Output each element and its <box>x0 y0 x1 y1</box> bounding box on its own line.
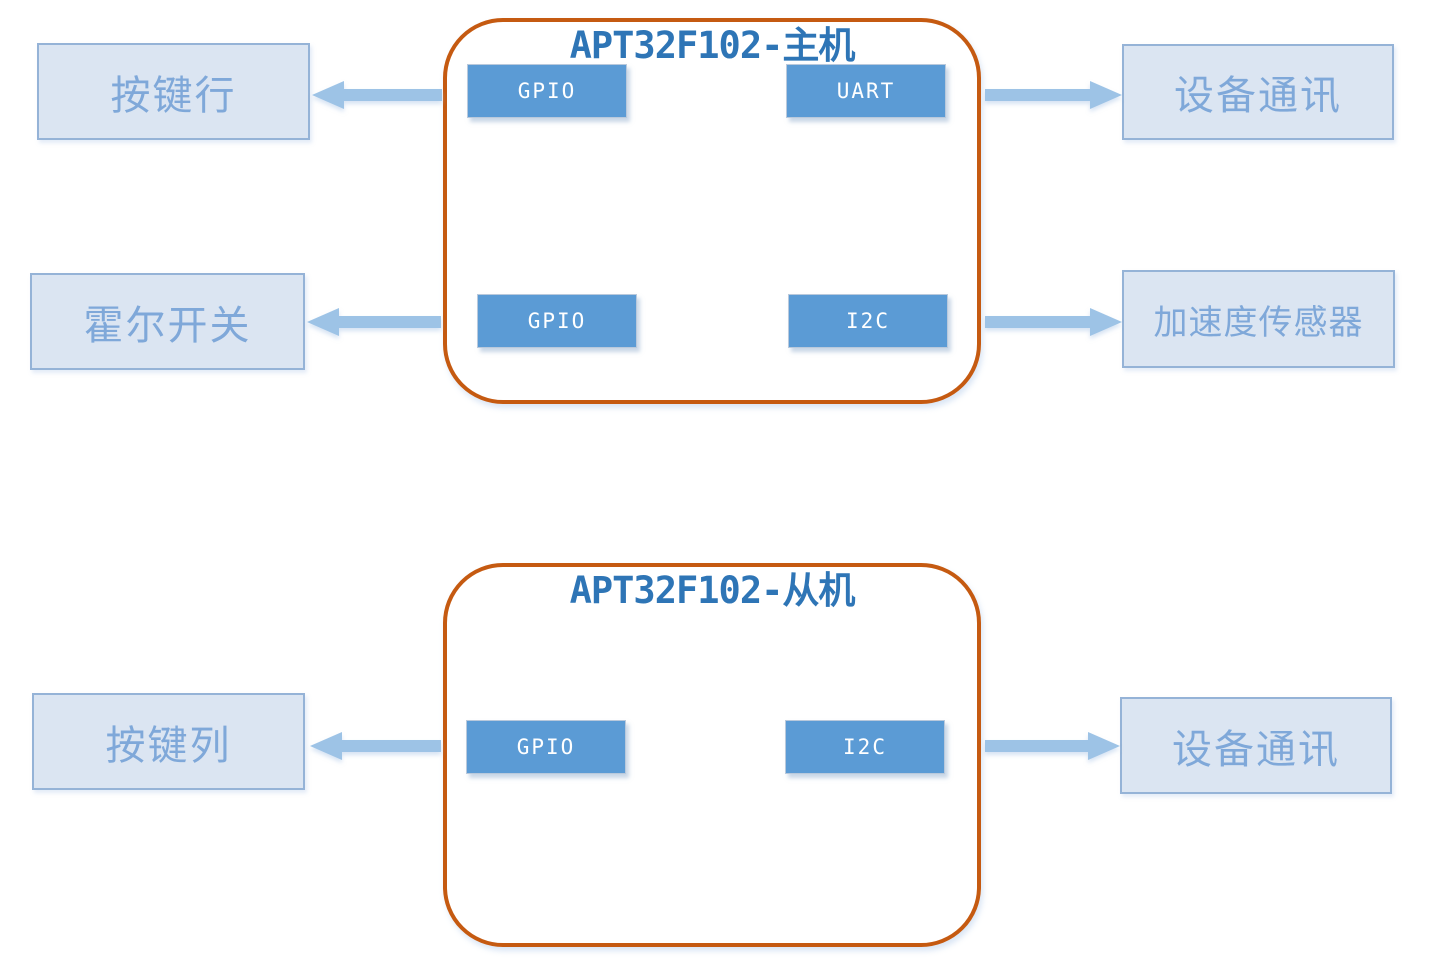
master-uart-chip: UART <box>786 64 946 118</box>
arrow-head-right-icon <box>1088 732 1120 760</box>
device-comm-master-box: 设备通讯 <box>1122 44 1394 140</box>
arrow-head-right-icon <box>1090 308 1122 336</box>
arrow-head-left-icon <box>312 81 344 109</box>
arrow-head-left-icon <box>307 308 339 336</box>
hall-switch-box: 霍尔开关 <box>30 273 305 370</box>
slave-mcu-title: APT32F102-从机 <box>569 569 856 612</box>
arrow-slave-gpio-to-key-column <box>310 732 441 760</box>
arrow-shaft <box>342 740 441 752</box>
master-gpio-top-chip: GPIO <box>467 64 627 118</box>
device-comm-slave-box: 设备通讯 <box>1120 697 1392 794</box>
master-mcu-title: APT32F102-主机 <box>569 24 856 67</box>
master-gpio-bottom-chip: GPIO <box>477 294 637 348</box>
key-row-label: 按键行 <box>110 72 237 119</box>
slave-gpio-chip: GPIO <box>466 720 626 774</box>
arrow-shaft <box>344 89 442 101</box>
master-uart-label: UART <box>836 79 896 103</box>
hall-switch-label: 霍尔开关 <box>83 302 252 349</box>
accel-sensor-box: 加速度传感器 <box>1122 270 1395 368</box>
device-comm-slave-label: 设备通讯 <box>1172 726 1340 773</box>
arrow-shaft <box>985 316 1090 328</box>
slave-i2c-label: I2C <box>843 735 887 759</box>
arrow-head-right-icon <box>1090 81 1122 109</box>
arrow-master-gpio-to-hall-switch <box>307 308 441 336</box>
master-i2c-label: I2C <box>846 309 890 333</box>
arrow-master-i2c-to-accel-sensor <box>985 308 1122 336</box>
master-gpio-top-label: GPIO <box>517 79 577 103</box>
arrow-slave-i2c-to-device-comm <box>985 732 1120 760</box>
arrow-shaft <box>339 316 441 328</box>
master-gpio-bottom-label: GPIO <box>527 309 587 333</box>
master-i2c-chip: I2C <box>788 294 948 348</box>
arrow-master-gpio-to-key-row <box>312 81 442 109</box>
key-column-label: 按键列 <box>105 722 232 769</box>
arrow-master-uart-to-device-comm <box>985 81 1122 109</box>
slave-gpio-label: GPIO <box>516 735 576 759</box>
master-mcu-block: APT32F102-主机 GPIO UART GPIO I2C <box>443 18 981 404</box>
arrow-shaft <box>985 740 1088 752</box>
device-comm-master-label: 设备通讯 <box>1174 73 1342 119</box>
slave-mcu-block: APT32F102-从机 GPIO I2C <box>443 563 981 947</box>
accel-sensor-label: 加速度传感器 <box>1153 302 1364 343</box>
slave-i2c-chip: I2C <box>785 720 945 774</box>
key-row-box: 按键行 <box>37 43 310 140</box>
key-column-box: 按键列 <box>32 693 305 790</box>
arrow-shaft <box>985 89 1090 101</box>
arrow-head-left-icon <box>310 732 342 760</box>
